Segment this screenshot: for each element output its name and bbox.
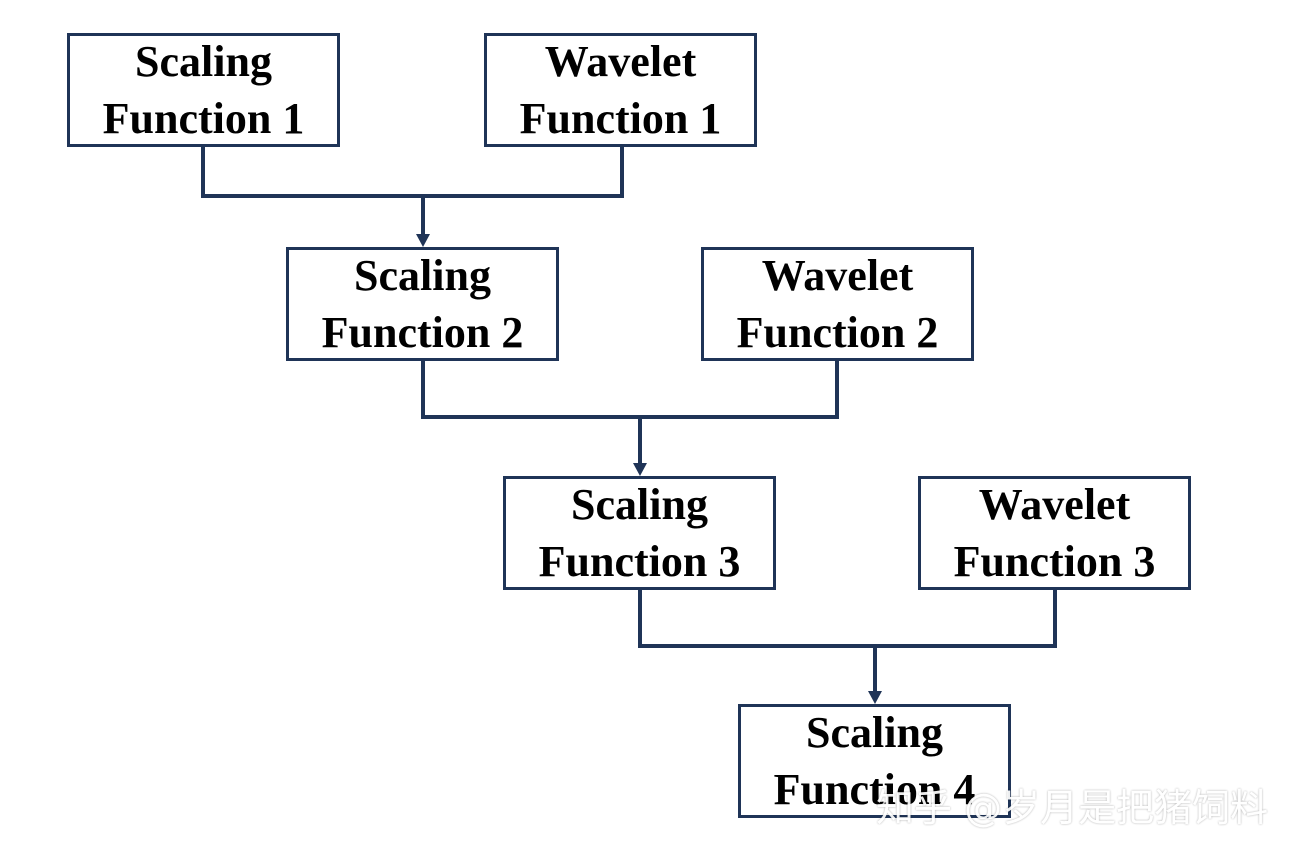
node-label-line-2: Function 2 <box>321 308 524 357</box>
node-scaling-function-4: Scaling Function 4 <box>738 704 1011 818</box>
node-label-line-2: Function 4 <box>773 765 976 814</box>
node-scaling-function-1: Scaling Function 1 <box>67 33 340 147</box>
node-label-line-1: Scaling <box>354 251 491 300</box>
node-label-line-1: Wavelet <box>978 480 1131 529</box>
node-label-line-2: Function 1 <box>102 94 305 143</box>
node-label-line-1: Wavelet <box>544 37 697 86</box>
node-scaling-function-3: Scaling Function 3 <box>503 476 776 590</box>
arrowhead-scaling-4 <box>868 691 882 704</box>
node-label-line-2: Function 2 <box>736 308 939 357</box>
node-wavelet-function-2: Wavelet Function 2 <box>701 247 974 361</box>
arrowhead-scaling-2 <box>416 234 430 247</box>
connector-s2-w2-merge <box>421 361 839 419</box>
watermark: 知乎 @岁月是把猪饲料 <box>876 786 1269 830</box>
arrowhead-scaling-3 <box>633 463 647 476</box>
node-label-line-1: Scaling <box>806 708 943 757</box>
node-label-line-1: Scaling <box>571 480 708 529</box>
node-wavelet-function-3: Wavelet Function 3 <box>918 476 1191 590</box>
connector-s3-w3-merge <box>638 590 1057 648</box>
node-wavelet-function-1: Wavelet Function 1 <box>484 33 757 147</box>
node-label-line-1: Wavelet <box>761 251 914 300</box>
node-scaling-function-2: Scaling Function 2 <box>286 247 559 361</box>
node-label-line-2: Function 3 <box>538 537 741 586</box>
node-label-line-2: Function 1 <box>519 94 722 143</box>
node-label-line-2: Function 3 <box>953 537 1156 586</box>
node-label-line-1: Scaling <box>135 37 272 86</box>
connector-s1-w1-merge <box>201 147 624 198</box>
